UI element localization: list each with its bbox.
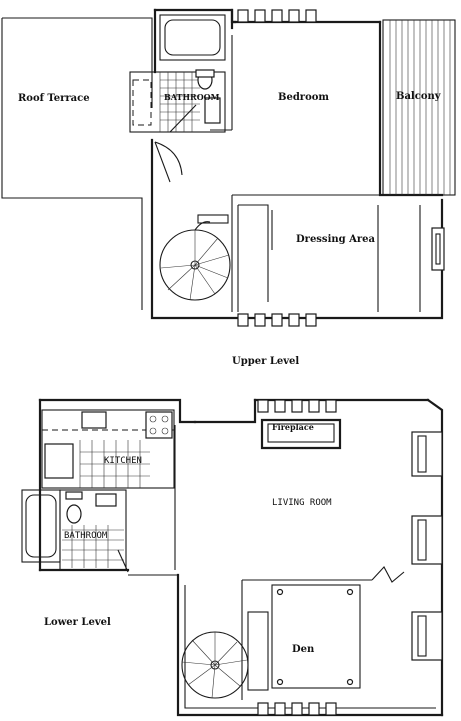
upper-level-plan: Roof Terrace BATHROOM Bedroom Balcony Dr… bbox=[1, 8, 456, 367]
dressing-partition bbox=[238, 204, 269, 302]
upper-bathroom-label: BATHROOM bbox=[164, 92, 220, 102]
kitchen-label: KITCHEN bbox=[104, 456, 142, 466]
lower-level-caption: Lower Level bbox=[44, 617, 111, 628]
lower-wall-top-left bbox=[38, 398, 197, 424]
upper-entry-door bbox=[154, 141, 183, 176]
kitchen-area bbox=[41, 409, 175, 489]
lower-right-windows bbox=[411, 431, 443, 661]
fireplace-icon bbox=[260, 418, 342, 450]
balcony-deck bbox=[382, 19, 456, 196]
balcony-label: Balcony bbox=[396, 91, 442, 102]
lower-toilet-icon bbox=[66, 504, 82, 524]
lower-wall-bottom bbox=[176, 573, 444, 717]
upper-bottom-windows bbox=[237, 313, 317, 327]
lower-level-plan: KITCHEN Fireplace LIVING ROOM BATHROOM D… bbox=[21, 398, 444, 717]
upper-top-windows bbox=[237, 9, 317, 23]
upper-level-caption: Upper Level bbox=[232, 356, 299, 367]
upper-spiral-stair-icon bbox=[159, 221, 231, 301]
upper-side-window bbox=[431, 227, 445, 271]
dressing-area-label: Dressing Area bbox=[296, 234, 375, 245]
shower-icon bbox=[132, 79, 152, 126]
living-room-door bbox=[371, 566, 405, 583]
living-room-label: LIVING ROOM bbox=[272, 498, 332, 508]
bathroom-door-swing bbox=[169, 104, 197, 133]
roof-terrace-label: Roof Terrace bbox=[18, 93, 90, 104]
sink-icon bbox=[204, 97, 221, 124]
bathtub-icon bbox=[164, 19, 221, 56]
lower-bathroom bbox=[21, 489, 129, 573]
den-area bbox=[241, 579, 372, 700]
bedroom-label: Bedroom bbox=[278, 92, 329, 103]
lower-bottom-windows bbox=[257, 702, 337, 716]
upper-bathroom bbox=[129, 14, 226, 133]
lower-spiral-stair-icon bbox=[181, 631, 249, 699]
lower-bathtub-icon bbox=[25, 494, 57, 558]
den-label: Den bbox=[292, 644, 315, 655]
kitchen-sink-icon bbox=[81, 411, 107, 429]
roof-terrace-boundary-lower bbox=[1, 18, 143, 310]
upper-wall-balcony-side bbox=[378, 20, 444, 197]
den-bed-icon bbox=[271, 584, 361, 689]
fridge-icon bbox=[44, 443, 74, 479]
lower-bathroom-label: BATHROOM bbox=[64, 531, 108, 541]
fireplace-label: Fireplace bbox=[272, 422, 314, 432]
stove-icon bbox=[145, 411, 173, 439]
lower-top-windows bbox=[257, 399, 337, 413]
lower-sink-icon bbox=[95, 493, 117, 507]
roof-terrace-boundary bbox=[2, 17, 153, 108]
